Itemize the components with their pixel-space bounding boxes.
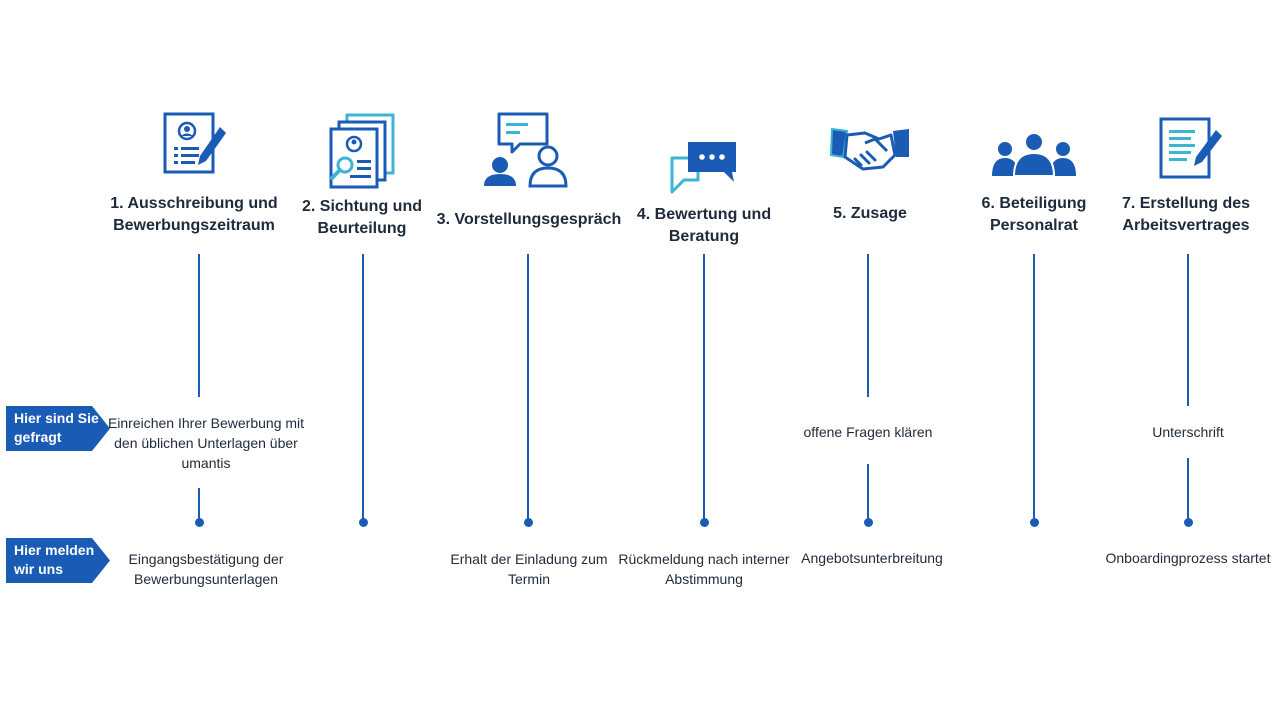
step-title-3: 3. Vorstellungsgespräch — [436, 211, 622, 228]
step-response-7: Onboardingprozess startet — [1105, 550, 1271, 566]
contract-pen-icon — [1159, 117, 1222, 179]
document-search-icon — [329, 113, 395, 189]
step-title-6: 6. Beteiligung Personalrat — [981, 195, 1087, 234]
chat-bubbles-icon — [670, 142, 736, 194]
connector-line — [198, 488, 200, 522]
row-label-action-text: Hier sind Sie gefragt — [14, 410, 99, 445]
step-title-7: 7. Erstellung des Arbeitsvertrages — [1121, 195, 1251, 234]
conversation-people-icon — [484, 112, 568, 188]
connector-line — [703, 254, 705, 522]
step-action-7: Unterschrift — [1152, 424, 1224, 440]
group-people-icon — [992, 132, 1076, 177]
step-response-4: Rückmeldung nach interner Abstimmung — [618, 551, 790, 587]
step-response-3: Erhalt der Einladung zum Termin — [450, 551, 608, 587]
connector-line — [362, 254, 364, 522]
step-response-5: Angebotsunterbreitung — [801, 550, 943, 566]
connector-line — [527, 254, 529, 522]
timeline-dot — [195, 518, 204, 527]
connector-line — [1187, 254, 1189, 406]
timeline-dot — [864, 518, 873, 527]
connector-line — [1033, 254, 1035, 522]
step-action-5: offene Fragen klären — [803, 424, 933, 440]
arrow-tag-shape — [6, 538, 110, 583]
arrow-tag-shape — [6, 406, 110, 451]
connector-line — [198, 254, 200, 397]
step-title-2: 2. Sichtung und Beurteilung — [302, 198, 422, 237]
connector-line — [867, 254, 869, 397]
timeline-dot — [1184, 518, 1193, 527]
timeline-dot — [359, 518, 368, 527]
connector-line — [867, 464, 869, 522]
row-label-action: Hier sind Sie gefragt — [6, 406, 110, 451]
timeline-dot — [700, 518, 709, 527]
timeline-dot — [524, 518, 533, 527]
handshake-icon — [829, 127, 909, 171]
document-pen-icon — [163, 112, 226, 174]
step-title-5: 5. Zusage — [833, 205, 907, 222]
step-response-1: Eingangsbestätigung der Bewerbungsunterl… — [128, 551, 284, 587]
row-label-response: Hier melden wir uns — [6, 538, 110, 583]
connector-line — [1187, 458, 1189, 522]
step-action-1: Einreichen Ihrer Bewerbung mit den üblic… — [107, 415, 305, 471]
step-title-1: 1. Ausschreibung und Bewerbungszeitraum — [110, 195, 278, 234]
timeline-dot — [1030, 518, 1039, 527]
step-title-4: 4. Bewertung und Beratung — [636, 206, 772, 245]
row-label-response-text: Hier melden wir uns — [14, 542, 95, 577]
